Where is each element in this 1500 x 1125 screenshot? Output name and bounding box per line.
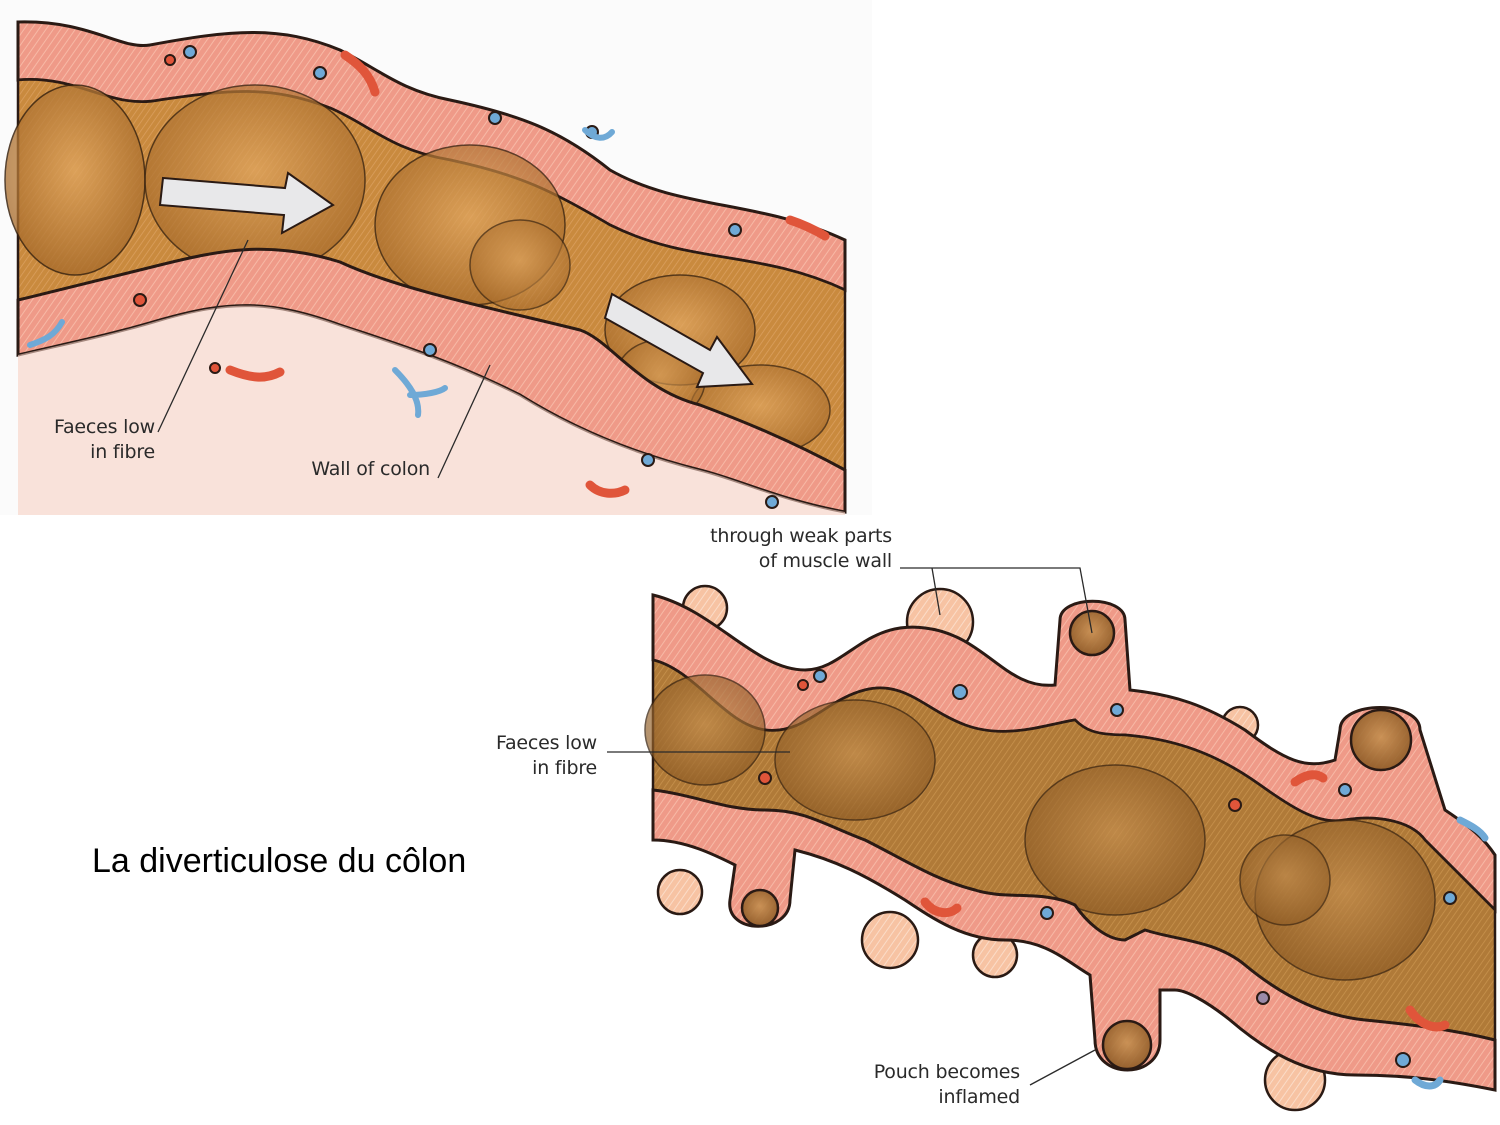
diverticulum-pouch (740, 888, 780, 928)
lower-colon-wall (651, 788, 1497, 1092)
faeces-label: Faeces low in fibre (53, 416, 155, 463)
colon-cross-section-drawing (4, 20, 847, 515)
slide-title: La diverticulose du côlon (92, 842, 467, 880)
normal-colon-illustration: Faeces low in fibre Wall of colon (0, 0, 872, 515)
blood-vessels (27, 45, 830, 509)
weak-parts-label: through weak parts of muscle wall (710, 525, 892, 572)
blood-vessels (758, 669, 1489, 1090)
wall-of-colon-label: Wall of colon (311, 458, 430, 480)
faeces-label: Faeces low in fibre (495, 732, 597, 779)
diverticulosis-illustration: through weak parts of muscle wall Faeces… (485, 520, 1500, 1125)
direction-arrow-icon (158, 171, 335, 235)
diverticula-drawing (607, 567, 1497, 1112)
diverticulum-pouch (1349, 708, 1413, 772)
direction-arrow-icon (603, 292, 754, 389)
pouch-inflamed-label: Pouch becomes inflamed (873, 1061, 1020, 1108)
inflamed-pouch (1101, 1019, 1153, 1071)
